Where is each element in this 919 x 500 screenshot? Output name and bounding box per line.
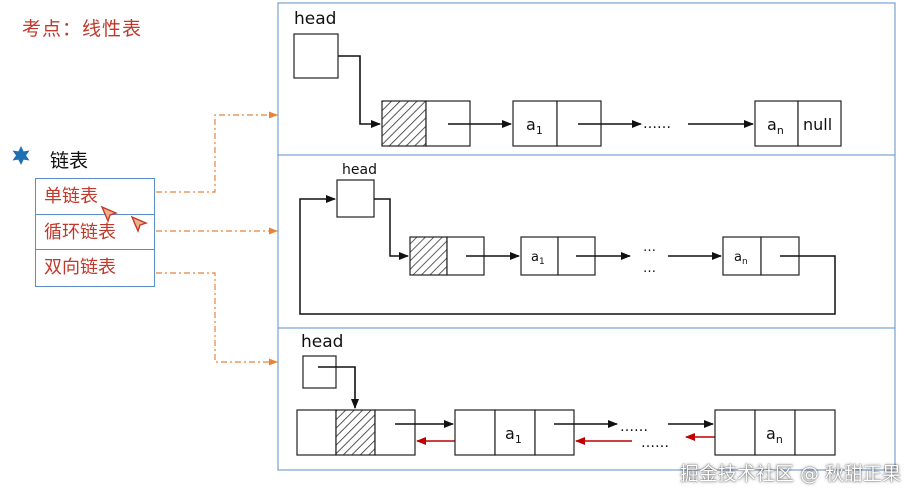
head-node-next bbox=[374, 409, 416, 456]
menu-item-circular-list[interactable]: 循环链表 bbox=[36, 215, 154, 250]
node-a1-next bbox=[534, 409, 575, 456]
ellipsis: …… bbox=[620, 419, 648, 435]
node-a1-data bbox=[520, 236, 559, 276]
node-an-next bbox=[794, 409, 836, 456]
ellipsis: …… bbox=[641, 435, 669, 451]
star-icon bbox=[12, 146, 30, 165]
head-node-data bbox=[409, 236, 448, 276]
node-an-label: an bbox=[767, 115, 784, 137]
topic-menu: 单链表 循环链表 双向链表 bbox=[35, 178, 155, 287]
page-title: 考点：线性表 bbox=[22, 18, 143, 40]
head-pointer-box bbox=[302, 355, 337, 389]
node-an-label: an bbox=[734, 250, 748, 267]
doubly-list-panel bbox=[277, 327, 896, 471]
node-an-next bbox=[797, 100, 842, 147]
node-a1-label: a1 bbox=[526, 115, 543, 137]
head-label: head bbox=[301, 332, 343, 352]
node-an-label: an bbox=[766, 424, 783, 446]
ellipsis: … bbox=[643, 240, 656, 255]
topic-label: 链表 bbox=[50, 150, 89, 172]
node-a1-label: a1 bbox=[531, 250, 545, 267]
watermark: 掘金技术社区 @ 秋甜正果 bbox=[679, 463, 901, 485]
node-an-data bbox=[722, 236, 762, 276]
head-label: head bbox=[294, 9, 336, 29]
node-a1-label: a1 bbox=[505, 424, 522, 446]
head-pointer-box bbox=[336, 179, 375, 218]
mouse-cursor-icon bbox=[100, 205, 118, 223]
head-arrow bbox=[318, 366, 359, 409]
node-a1-data bbox=[494, 409, 536, 456]
connector-single bbox=[156, 111, 278, 193]
ellipsis: … bbox=[643, 261, 656, 276]
node-an-data bbox=[754, 409, 796, 456]
head-node-data bbox=[335, 409, 376, 456]
connector-doubly bbox=[156, 272, 278, 366]
single-list: head a1 …… an null bbox=[293, 9, 842, 147]
menu-item-single-list[interactable]: 单链表 bbox=[36, 179, 154, 215]
head-label: head bbox=[342, 162, 377, 178]
head-node-prev bbox=[296, 409, 337, 456]
head-pointer-box bbox=[293, 33, 339, 79]
node-a1-prev bbox=[454, 409, 496, 456]
node-a1-data bbox=[512, 100, 558, 147]
ellipsis: …… bbox=[643, 116, 671, 132]
null-label: null bbox=[803, 115, 832, 134]
menu-item-doubly-list[interactable]: 双向链表 bbox=[44, 257, 116, 278]
loop-arrow bbox=[299, 195, 836, 315]
head-arrow bbox=[374, 198, 409, 260]
mouse-cursor-icon bbox=[130, 215, 148, 233]
head-arrow bbox=[338, 55, 381, 128]
node-an-prev bbox=[714, 409, 756, 456]
circular-list: head a1 … … an bbox=[299, 162, 836, 315]
doubly-list: head a1 …… …… an bbox=[296, 332, 836, 456]
head-node-data bbox=[381, 100, 427, 147]
